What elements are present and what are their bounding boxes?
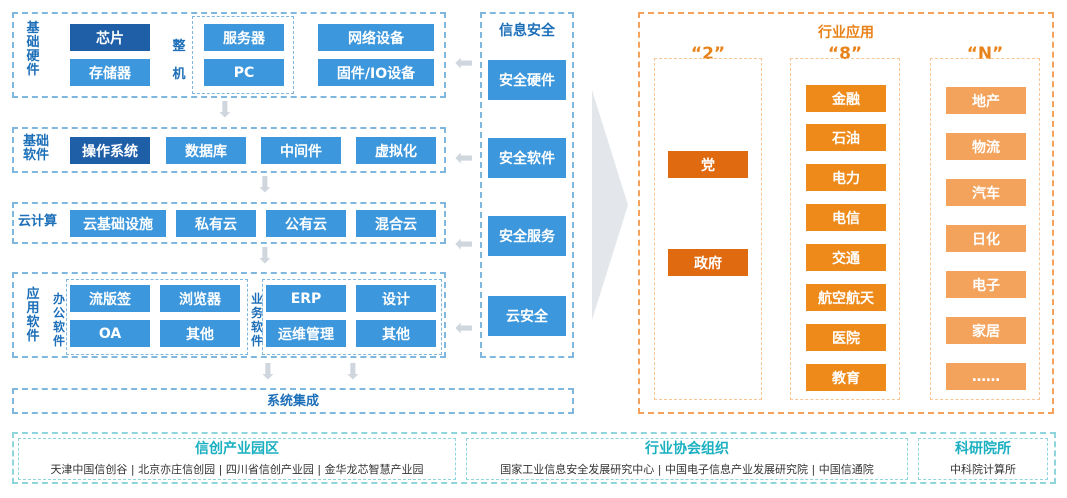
industry-item: 家居 — [946, 317, 1026, 344]
database-box: 数据库 — [166, 137, 246, 164]
security-title: 信息安全 — [499, 23, 555, 39]
research-text: 中科院计算所 — [950, 463, 1016, 476]
down-arrow-icon: ⬇ — [258, 360, 278, 385]
left-arrow-icon: ⬅ — [454, 51, 474, 76]
security-item: 安全软件 — [488, 138, 566, 178]
business-group — [262, 279, 442, 355]
business-item: 设计 — [356, 285, 436, 312]
industry-item: 电力 — [806, 164, 886, 191]
office-label: 办公软件 — [52, 292, 65, 348]
industry-item: 电子 — [946, 271, 1026, 298]
software-layer — [12, 127, 446, 173]
middleware-box: 中间件 — [261, 137, 341, 164]
parks-title: 信创产业园区 — [195, 441, 279, 457]
industry-item: 汽车 — [946, 179, 1026, 206]
cloud-infra-box: 云基础设施 — [70, 210, 166, 237]
office-item: 其他 — [160, 320, 240, 347]
parks-box: 信创产业园区 天津中国信创谷 | 北京亦庄信创园 | 四川省信创产业园 | 金华… — [18, 438, 456, 480]
industry-item: 政府 — [668, 249, 748, 276]
industry-item: 党 — [668, 151, 748, 178]
hardware-layer — [12, 12, 446, 98]
virtualization-box: 虚拟化 — [356, 137, 436, 164]
office-group — [66, 279, 248, 355]
down-arrow-icon: ⬇ — [255, 173, 275, 198]
security-column — [480, 12, 574, 358]
office-item: 流版签 — [70, 285, 150, 312]
private-cloud-box: 私有云 — [176, 210, 256, 237]
whole-machine-group — [192, 16, 294, 94]
business-item: 运维管理 — [266, 320, 346, 347]
os-box: 操作系统 — [70, 137, 150, 164]
assoc-text: 国家工业信息安全发展研究中心 | 中国电子信息产业发展研究院 | 中国信通院 — [500, 463, 874, 476]
business-label: 业务软件 — [250, 292, 263, 348]
industry-item: 交通 — [806, 244, 886, 271]
security-item: 云安全 — [488, 296, 566, 336]
public-cloud-box: 公有云 — [266, 210, 346, 237]
business-item: ERP — [266, 285, 346, 312]
col-n-frame — [930, 58, 1040, 400]
hardware-label: 基础硬件 — [26, 21, 40, 78]
system-integration-bar: 系统集成 — [12, 388, 574, 414]
down-arrow-icon: ⬇ — [215, 98, 235, 123]
industry-item: 金融 — [806, 85, 886, 112]
office-item: 浏览器 — [160, 285, 240, 312]
cloud-layer — [12, 202, 446, 244]
industry-title: 行业应用 — [818, 25, 874, 41]
firmware-box: 固件/IO设备 — [318, 59, 434, 86]
cloud-label: 云计算 — [18, 214, 58, 229]
apps-label: 应用软件 — [26, 287, 40, 344]
software-label: 基础软件 — [22, 134, 49, 163]
industry-item: 物流 — [946, 133, 1026, 160]
security-item: 安全硬件 — [488, 60, 566, 100]
research-title: 科研院所 — [955, 441, 1011, 457]
big-right-arrow-icon — [592, 90, 628, 320]
parks-text: 天津中国信创谷 | 北京亦庄信创园 | 四川省信创产业园 | 金华龙芯智慧产业园 — [50, 463, 424, 476]
whole-machine-label: 整机 — [172, 39, 186, 82]
research-box: 科研院所 中科院计算所 — [918, 438, 1048, 480]
industry-item: 地产 — [946, 87, 1026, 114]
col-8-frame — [790, 58, 900, 400]
network-box: 网络设备 — [318, 24, 434, 51]
server-box: 服务器 — [204, 24, 284, 51]
down-arrow-icon: ⬇ — [255, 244, 275, 269]
industry-item: 电信 — [806, 204, 886, 231]
down-arrow-icon: ⬇ — [343, 360, 363, 385]
system-integration-label: 系统集成 — [266, 393, 319, 409]
industry-item: …… — [946, 363, 1026, 390]
col-n-head: “N” — [966, 44, 1004, 64]
industry-item: 教育 — [806, 364, 886, 391]
assoc-box: 行业协会组织 国家工业信息安全发展研究中心 | 中国电子信息产业发展研究院 | … — [466, 438, 908, 480]
col-2-head: “2” — [690, 44, 726, 64]
security-item: 安全服务 — [488, 216, 566, 256]
hybrid-cloud-box: 混合云 — [356, 210, 436, 237]
office-item: OA — [70, 320, 150, 347]
left-arrow-icon: ⬅ — [454, 146, 474, 171]
left-arrow-icon: ⬅ — [454, 232, 474, 257]
col-8-head: “8” — [827, 44, 863, 64]
industry-item: 石油 — [806, 124, 886, 151]
industry-item: 医院 — [806, 324, 886, 351]
storage-box: 存储器 — [70, 59, 150, 86]
industry-panel — [638, 12, 1054, 414]
apps-layer — [12, 272, 446, 358]
bottom-band — [12, 432, 1056, 484]
left-arrow-icon: ⬅ — [454, 316, 474, 341]
pc-box: PC — [204, 59, 284, 86]
assoc-title: 行业协会组织 — [645, 441, 729, 457]
industry-item: 日化 — [946, 225, 1026, 252]
business-item: 其他 — [356, 320, 436, 347]
industry-item: 航空航天 — [806, 284, 886, 311]
chip-box: 芯片 — [70, 24, 150, 51]
col-2-frame — [654, 58, 762, 400]
